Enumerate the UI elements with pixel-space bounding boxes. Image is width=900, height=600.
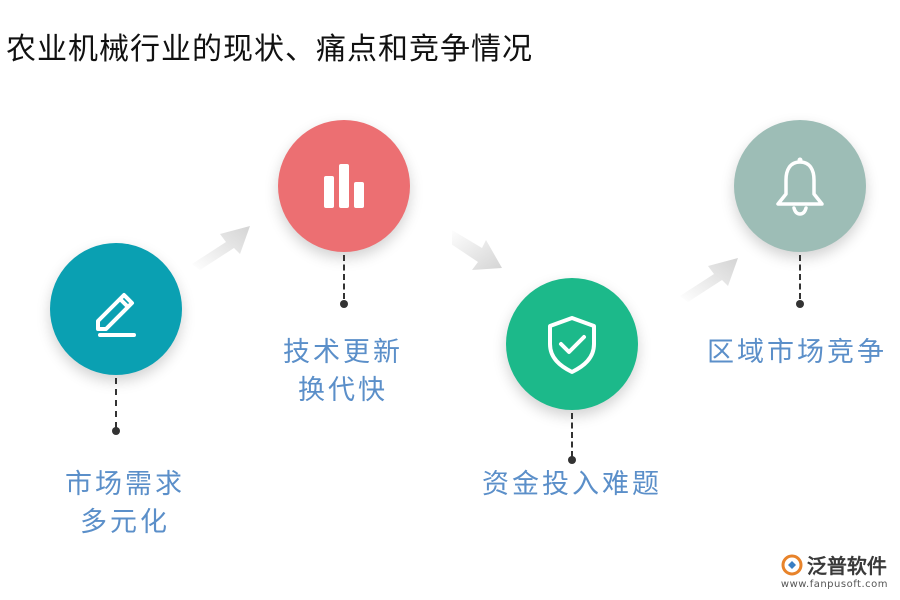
dot-tech-update	[340, 300, 348, 308]
pencil-icon	[96, 293, 136, 337]
page-title: 农业机械行业的现状、痛点和竞争情况	[6, 32, 533, 67]
stem-tech-update	[343, 255, 345, 299]
stem-market-demand	[115, 378, 117, 428]
arrow-icon	[680, 258, 738, 302]
arrow-icon	[192, 226, 250, 270]
bell-icon	[776, 157, 824, 216]
circle-market-demand	[50, 243, 182, 375]
label-line: 资金投入难题	[482, 469, 662, 500]
label-line: 区域市场竞争	[707, 337, 887, 368]
brand-logo: 泛普软件 www.fanpusoft.com	[781, 550, 888, 590]
circle-funding	[506, 278, 638, 410]
circle-regional-competition	[734, 120, 866, 252]
label-line: 换代快	[298, 375, 388, 406]
logo-url: www.fanpusoft.com	[780, 579, 888, 590]
label-tech-update: 技术更新 换代快	[258, 334, 428, 410]
label-line: 技术更新	[283, 337, 403, 368]
dot-funding	[568, 456, 576, 464]
logo-icon	[781, 554, 803, 575]
dot-market-demand	[112, 427, 120, 435]
label-regional-competition: 区域市场竞争	[692, 334, 900, 372]
label-market-demand: 市场需求 多元化	[40, 466, 210, 542]
dot-regional-competition	[796, 300, 804, 308]
label-line: 市场需求	[65, 469, 185, 500]
stem-regional-competition	[799, 255, 801, 299]
label-line: 多元化	[80, 507, 170, 538]
arrow-icon	[452, 230, 502, 270]
label-funding: 资金投入难题	[462, 466, 682, 504]
bar-chart-icon	[324, 164, 364, 208]
circle-tech-update	[278, 120, 410, 252]
logo-name: 泛普软件	[806, 554, 887, 578]
stem-funding	[571, 413, 573, 457]
shield-check-icon	[548, 316, 596, 374]
